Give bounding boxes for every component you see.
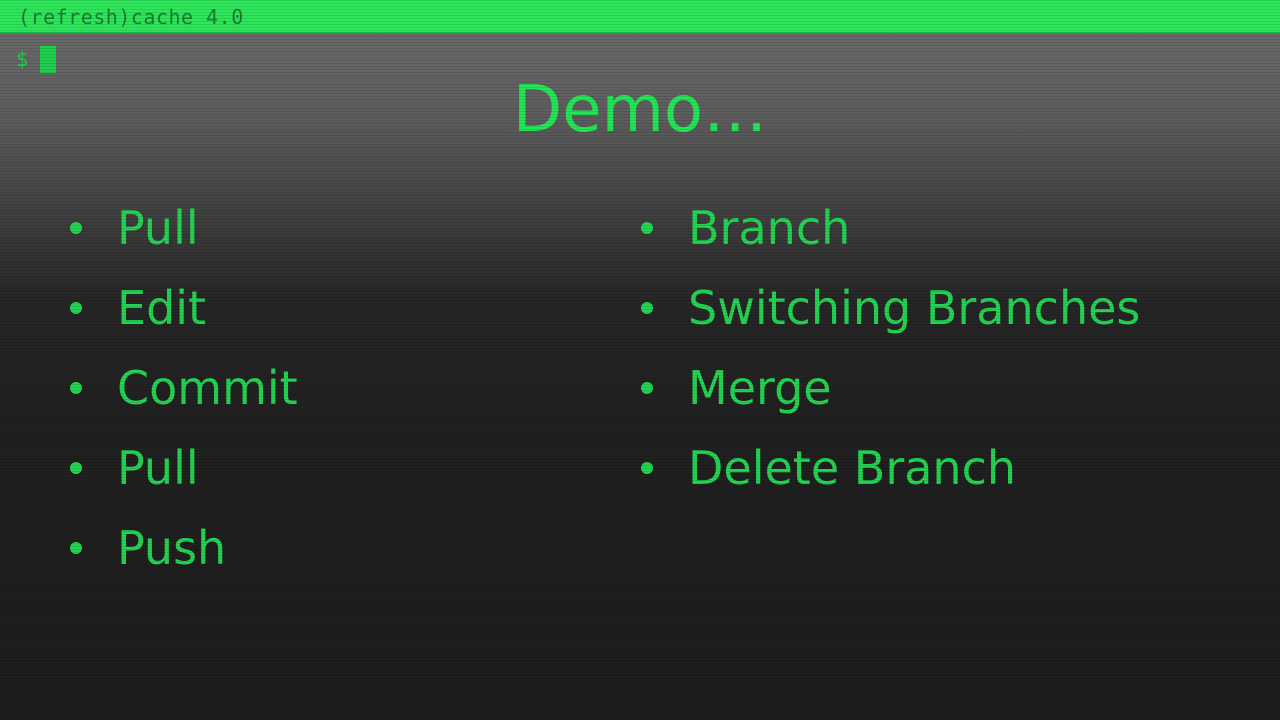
list-item: Pull: [70, 428, 590, 508]
list-item-label: Pull: [117, 441, 199, 495]
bullet-icon: [70, 462, 82, 474]
list-item: Edit: [70, 268, 590, 348]
text-cursor: [40, 45, 57, 73]
list-item: Pull: [70, 188, 590, 268]
bullet-icon: [70, 222, 82, 234]
terminal-title: (refresh)cache 4.0: [18, 5, 244, 29]
bullet-icon: [641, 382, 653, 394]
slide-title: Demo…: [512, 73, 768, 147]
list-item-label: Edit: [117, 281, 207, 335]
prompt-symbol: $: [16, 47, 29, 71]
terminal-title-bar: (refresh)cache 4.0: [0, 0, 1280, 34]
bullet-icon: [641, 222, 653, 234]
list-item: Merge: [641, 348, 1261, 428]
list-item-label: Switching Branches: [688, 281, 1141, 335]
bullet-icon: [70, 302, 82, 314]
list-item: Delete Branch: [641, 428, 1261, 508]
list-item-label: Commit: [117, 361, 298, 415]
list-item-label: Push: [117, 521, 227, 575]
list-item: Branch: [641, 188, 1261, 268]
bullet-icon: [641, 462, 653, 474]
command-prompt[interactable]: $: [16, 44, 57, 74]
list-item-label: Merge: [688, 361, 832, 415]
bullet-icon: [641, 302, 653, 314]
right-bullet-list: Branch Switching Branches Merge Delete B…: [641, 188, 1261, 508]
list-item: Commit: [70, 348, 590, 428]
left-bullet-list: Pull Edit Commit Pull Push: [70, 188, 590, 588]
list-item-label: Branch: [688, 201, 851, 255]
list-item: Push: [70, 508, 590, 588]
bullet-icon: [70, 542, 82, 554]
list-item: Switching Branches: [641, 268, 1261, 348]
list-item-label: Delete Branch: [688, 441, 1017, 495]
list-item-label: Pull: [117, 201, 199, 255]
bullet-icon: [70, 382, 82, 394]
